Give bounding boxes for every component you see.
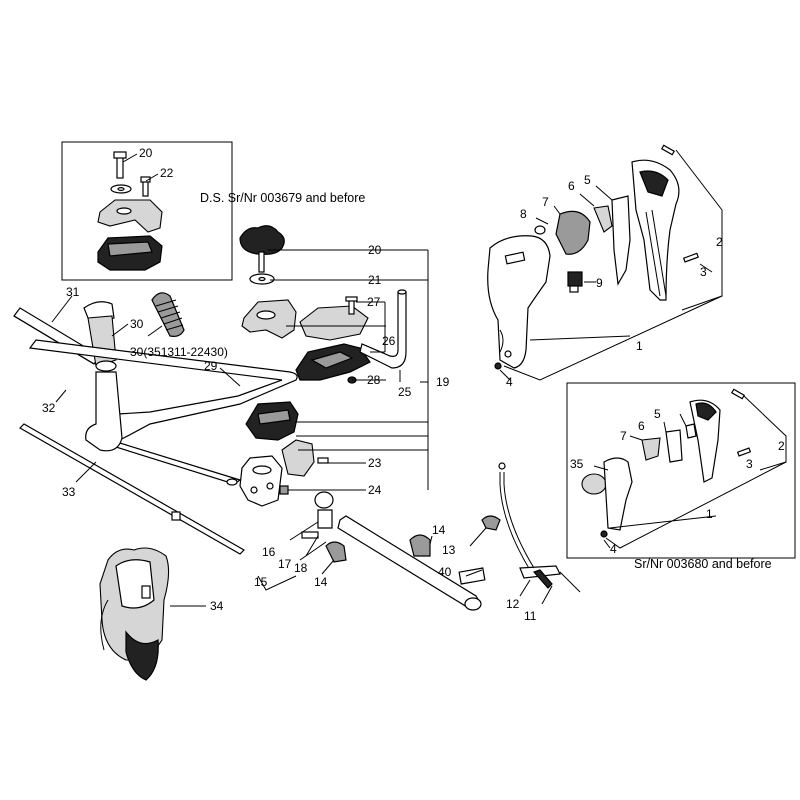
spring-8-part	[534, 225, 546, 235]
label-30-alt: 30(351311-22430)	[130, 345, 228, 359]
handle-tube-part	[359, 291, 407, 369]
alt-grip-part	[151, 292, 185, 337]
label-1: 1	[636, 339, 643, 353]
label-30: 30	[130, 317, 144, 331]
label-r2: 2	[778, 439, 785, 453]
label-3: 3	[700, 265, 707, 279]
label-9: 9	[596, 276, 603, 290]
label-31: 31	[66, 285, 80, 299]
label-25: 25	[398, 385, 412, 399]
clamp-14-lower	[325, 541, 347, 563]
label-33: 33	[62, 485, 76, 499]
inset-box-right	[566, 382, 796, 559]
switch-9-part	[567, 271, 583, 293]
trigger-part	[611, 195, 631, 286]
label-20-inset: 20	[139, 146, 153, 160]
label-2: 2	[716, 235, 723, 249]
drive-shaft-part	[19, 423, 245, 555]
label-r7: 7	[620, 429, 627, 443]
clamp-upper-part	[241, 299, 297, 339]
clamp-holder-part	[239, 439, 329, 507]
note-inset-top: D.S. Sr/Nr 003679 and before	[200, 191, 365, 205]
label-26: 26	[382, 334, 396, 348]
label-22-inset: 22	[160, 166, 174, 180]
throttle-handle-half	[631, 159, 680, 301]
cover-upper-part	[299, 305, 369, 341]
inset-box-top	[61, 141, 233, 281]
part-35	[581, 473, 607, 495]
harness-part	[99, 547, 170, 681]
label-5: 5	[584, 173, 591, 187]
label-18: 18	[294, 561, 308, 575]
label-7: 7	[542, 195, 549, 209]
label-15: 15	[254, 575, 268, 589]
label-16: 16	[262, 545, 276, 559]
inset-right-parts	[581, 388, 752, 538]
label-8: 8	[520, 207, 527, 221]
label-r5: 5	[654, 407, 661, 421]
label-19: 19	[436, 375, 450, 389]
label-14-lower: 14	[314, 575, 328, 589]
throttle-handle-main	[487, 235, 551, 369]
label-4: 4	[506, 375, 513, 389]
label-28: 28	[367, 373, 381, 387]
label-32: 32	[42, 401, 56, 415]
label-12: 12	[506, 597, 520, 611]
label-27: 27	[367, 295, 381, 309]
label-11: 11	[524, 609, 537, 623]
label-34: 34	[210, 599, 224, 613]
label-24: 24	[368, 483, 382, 497]
label-29: 29	[204, 359, 218, 373]
cover-7-part	[555, 210, 591, 255]
label-6: 6	[568, 179, 575, 193]
label-21: 21	[368, 273, 382, 287]
clamp-lower-part	[245, 401, 299, 441]
label-17: 17	[278, 557, 292, 571]
label-40: 40	[438, 565, 452, 579]
clamp-ring-part	[301, 491, 334, 539]
label-r6: 6	[638, 419, 645, 433]
inset-top-parts	[97, 151, 163, 271]
lever-part	[593, 205, 613, 233]
knob-part	[239, 225, 285, 273]
label-23: 23	[368, 456, 382, 470]
throttle-cable-part	[458, 462, 581, 593]
cover-lower-part	[295, 343, 371, 381]
clamp-14-upper	[409, 534, 431, 557]
label-r35: 35	[570, 457, 584, 471]
label-14-upper: 14	[432, 523, 446, 537]
label-r4: 4	[610, 542, 617, 556]
label-13: 13	[442, 543, 456, 557]
label-r1: 1	[706, 507, 713, 521]
label-20: 20	[368, 243, 382, 257]
main-tube-part	[337, 515, 479, 611]
note-inset-right: Sr/Nr 003680 and before	[634, 557, 772, 571]
label-r3: 3	[746, 457, 753, 471]
